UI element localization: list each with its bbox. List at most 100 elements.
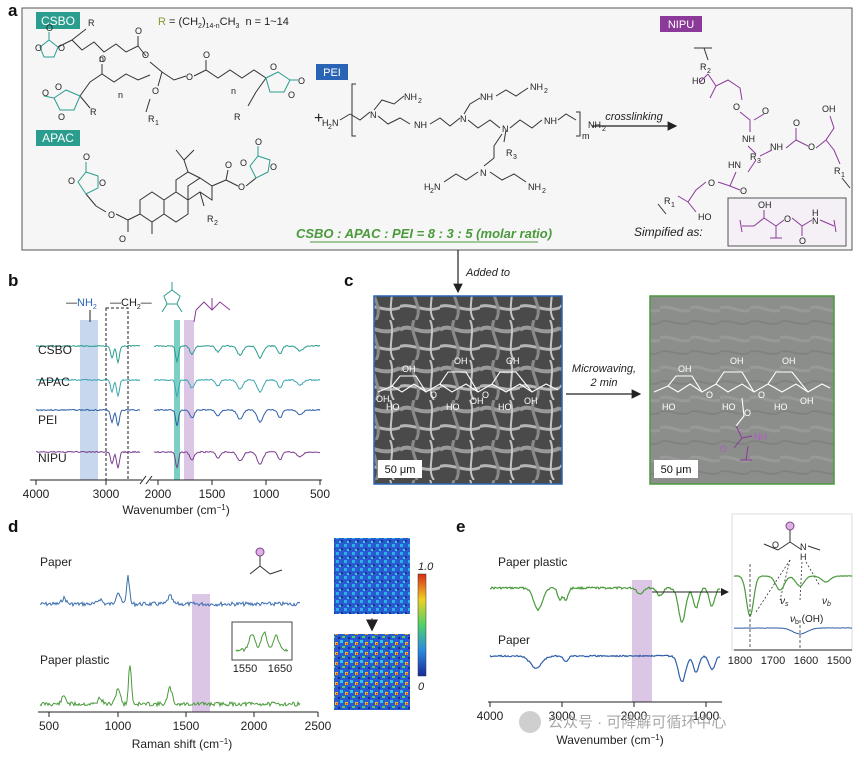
svg-text:OH: OH (402, 364, 416, 374)
svg-text:N: N (502, 124, 509, 134)
ftir2-tick-label: 4000 (477, 709, 504, 723)
svg-text:OH: OH (454, 356, 468, 366)
raman-x-axis-title: Raman shift (cm−1) (132, 737, 232, 751)
ftir2-curve-paper (489, 654, 721, 682)
svg-text:HN: HN (728, 160, 741, 170)
svg-text:O: O (203, 50, 210, 60)
simplified-inset (727, 197, 847, 247)
pei-tag: PEI (323, 67, 341, 79)
svg-text:1800: 1800 (728, 655, 752, 667)
band-nh2 (80, 320, 98, 480)
svg-text:NH: NH (544, 116, 557, 126)
raman-label-plastic: Paper plastic (40, 653, 109, 667)
axis-break-mark (139, 475, 147, 485)
svg-text:O: O (68, 176, 75, 186)
scale-bar-right: 50 μm (661, 464, 692, 476)
ftir2-label-paper: Paper (498, 633, 530, 647)
svg-text:HO: HO (692, 76, 706, 86)
svg-text:N: N (332, 118, 339, 128)
svg-text:n: n (231, 86, 236, 96)
svg-text:2: 2 (328, 124, 332, 131)
ftir-curve-pei-right (153, 408, 321, 427)
svg-text:1600: 1600 (794, 655, 818, 667)
ftir-tick-label: 1500 (199, 487, 226, 501)
ftir-curve-apac-right (153, 378, 321, 399)
svg-text:O: O (430, 390, 437, 400)
svg-text:O: O (270, 162, 277, 172)
ftir-urethane-band (632, 580, 652, 702)
svg-text:R: R (207, 214, 214, 224)
inset-green-curve (733, 575, 853, 617)
watermark-icon (519, 711, 541, 733)
svg-text:OH: OH (782, 356, 796, 366)
ftir-tick-label: 3000 (93, 487, 120, 501)
raman-label-paper: Paper (40, 555, 72, 569)
ftir-tick-label: 500 (310, 487, 330, 501)
scale-bar-left: 50 μm (385, 464, 416, 476)
svg-text:1700: 1700 (761, 655, 785, 667)
svg-text:N: N (370, 110, 377, 120)
panel-b-ftir-plot: —NH2 —CH2— CSBO APAC PEI NIPU (23, 282, 330, 517)
svg-text:R: R (834, 166, 841, 176)
svg-text:OH: OH (524, 396, 538, 406)
svg-text:NH: NH (530, 82, 543, 92)
svg-text:O: O (135, 26, 142, 36)
raman-tick-label: 1500 (173, 719, 200, 733)
raman-map-paper-plastic (334, 634, 410, 710)
svg-text:OH: OH (678, 364, 692, 374)
panel-a-letter: a (8, 1, 18, 20)
svg-text:OH: OH (376, 394, 390, 404)
svg-text:3: 3 (757, 158, 761, 165)
svg-text:N: N (460, 114, 467, 124)
urethane-group-icon (249, 547, 283, 575)
svg-text:R: R (506, 148, 513, 158)
ftir-curve-nipu-right (153, 450, 320, 470)
ftir-curve-pei-left (35, 408, 141, 428)
scale-bar-bg-right (654, 460, 698, 478)
svg-text:R: R (750, 152, 757, 162)
plus-sign: + (314, 110, 323, 127)
svg-text:O: O (119, 234, 126, 244)
svg-text:2: 2 (707, 68, 711, 75)
svg-text:O: O (42, 88, 49, 98)
sem-image-paper (373, 295, 563, 485)
svg-text:OH: OH (506, 356, 520, 366)
ftir-curves (35, 344, 321, 470)
svg-text:n: n (99, 54, 104, 64)
svg-text:O: O (744, 408, 751, 418)
ftir2-curves (489, 585, 721, 682)
svg-text:N: N (812, 216, 819, 226)
csbo-structure: O O O R n O O O R 1 O O n R O O O (35, 18, 305, 127)
simplified-as-label: Simpified as: (634, 225, 703, 239)
svg-text:2: 2 (542, 188, 546, 195)
microwave-label-1: Microwaving, (572, 363, 636, 375)
svg-text:O: O (238, 182, 245, 192)
raman-tick-label: 2000 (241, 719, 268, 733)
svg-text:NH: NH (480, 92, 493, 102)
microwave-label-2: 2 min (590, 377, 618, 389)
raman-curves (39, 575, 301, 708)
svg-text:NH: NH (588, 120, 601, 130)
apac-structure: O O O O O O O O O O R 2 (68, 137, 277, 244)
ftir-inset-frame (731, 513, 853, 651)
ftir-curve-csbo-left (35, 344, 141, 365)
ftir2-ticks (489, 702, 707, 707)
svg-text:NH: NH (754, 432, 767, 442)
svg-text:O: O (83, 152, 90, 162)
svg-text:O: O (784, 214, 791, 224)
nu-b-label: νb (822, 596, 831, 608)
nu-s-label: νs (780, 596, 789, 608)
raman-tick-label: 500 (39, 719, 59, 733)
svg-text:R: R (700, 62, 707, 72)
svg-text:NH: NH (742, 134, 755, 144)
svg-text:O: O (46, 23, 53, 33)
nipu-structure: R 2 HO O O NH R 3 NH O O OH R 1 HN O O H… (657, 47, 851, 222)
raman-ticks (48, 712, 319, 717)
ftir-curve-nipu-left (35, 450, 141, 469)
ftir-tick-label: 1000 (253, 487, 280, 501)
svg-text:HO: HO (386, 402, 400, 412)
inset-blue-curve (734, 627, 852, 635)
svg-text:HO: HO (722, 402, 736, 412)
watermark-text: 公众号 · 可降解可循环中心 (548, 714, 726, 731)
